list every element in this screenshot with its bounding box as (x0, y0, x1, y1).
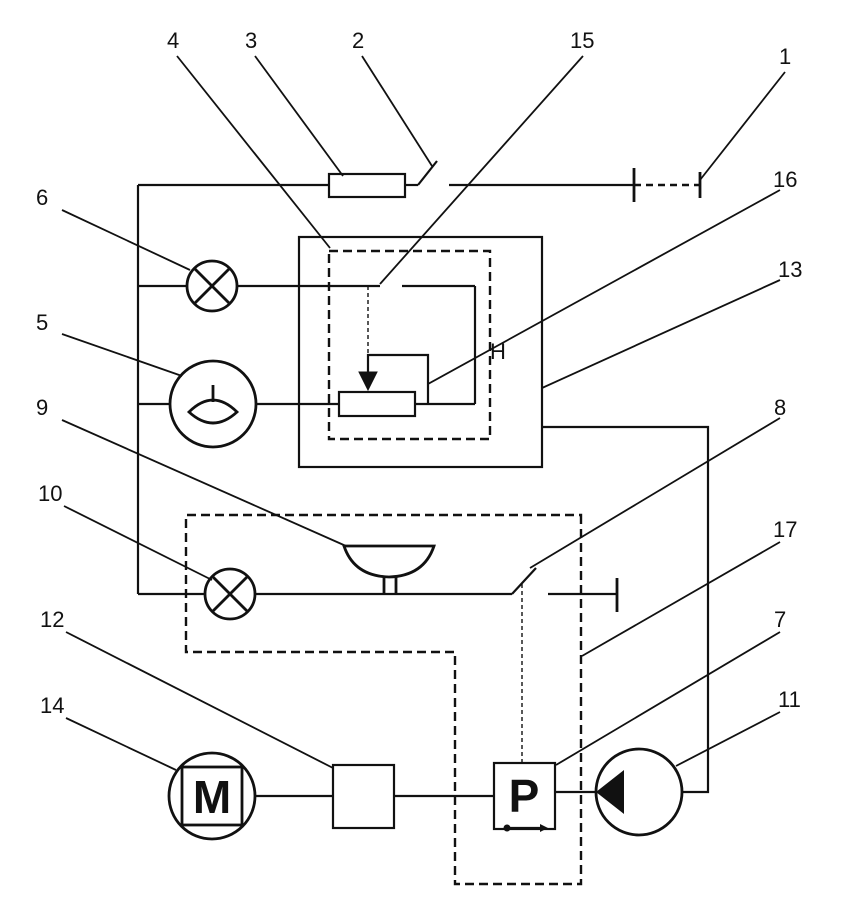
battery (632, 168, 702, 202)
callout-5: 5 (36, 310, 48, 335)
coupling-12 (331, 763, 396, 830)
sender-housing-13 (297, 235, 544, 469)
callout-4: 4 (167, 28, 179, 53)
pressure-switch-boundary-17 (184, 513, 583, 886)
callout-11: 11 (778, 687, 801, 712)
callout-3: 3 (245, 28, 257, 53)
lamp-6 (185, 259, 239, 313)
pipe-to-pump (542, 425, 710, 794)
pump-11 (594, 747, 684, 837)
callout-12: 12 (40, 607, 64, 632)
motor-14: M (167, 751, 257, 841)
fuse (327, 172, 407, 199)
callout-10: 10 (38, 481, 62, 506)
hold-mark: H (490, 339, 506, 364)
callout-15: 15 (570, 28, 594, 53)
pressure-symbol: P (509, 770, 540, 822)
callout-2: 2 (352, 28, 364, 53)
gauge-5 (168, 359, 258, 449)
callout-8: 8 (774, 395, 786, 420)
callout-9: 9 (36, 395, 48, 420)
lamp-10 (203, 567, 257, 621)
leader-lines (61, 55, 786, 771)
sender-boundary-4 (327, 249, 492, 441)
callout-6: 6 (36, 185, 48, 210)
pressure-contact-8 (511, 567, 537, 595)
main-switch (417, 160, 438, 186)
callout-14: 14 (40, 693, 64, 718)
callout-13: 13 (778, 257, 802, 282)
pressure-sensor-7: P (492, 761, 557, 832)
callout-17: 17 (773, 517, 797, 542)
rheostat-16 (337, 390, 417, 418)
wiper-arrow (358, 371, 378, 392)
callout-7: 7 (774, 607, 786, 632)
horn-9 (342, 544, 436, 594)
wiper-wire (366, 353, 430, 404)
callout-16: 16 (773, 167, 797, 192)
motor-symbol: M (193, 771, 231, 823)
callout-1: 1 (779, 44, 791, 69)
callout-labels: 1 2 3 4 5 6 7 8 9 10 11 12 13 14 15 16 1… (36, 28, 802, 718)
